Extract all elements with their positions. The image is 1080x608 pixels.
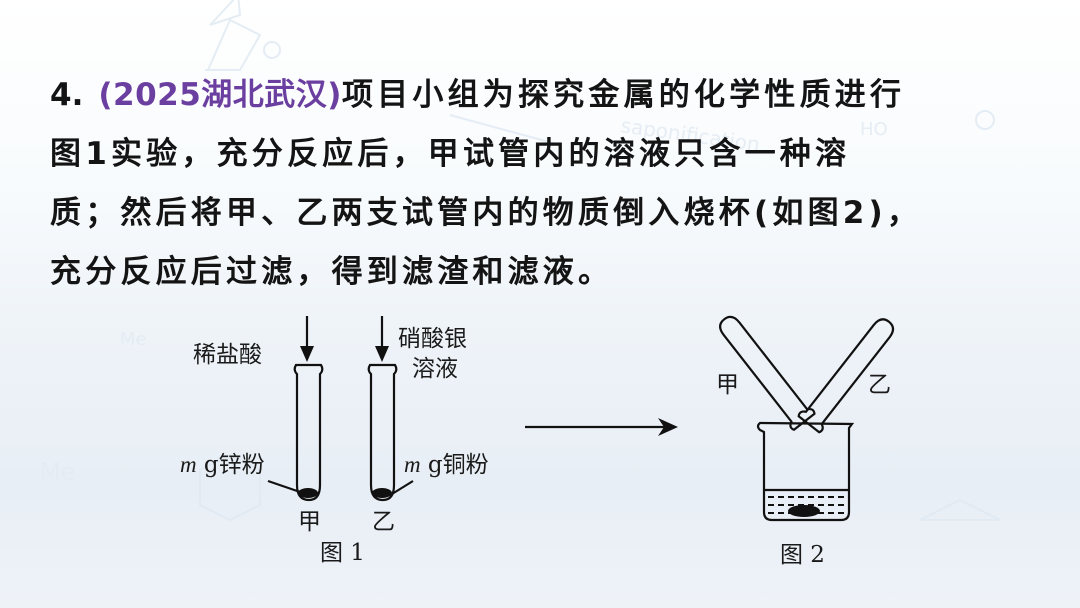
tube-label-yi: 乙 bbox=[372, 509, 395, 535]
solid-label-copper-text: g铜粉 bbox=[420, 452, 489, 478]
question-text: 4. (2025湖北武汉)项目小组为探究金属的化学性质进行 图1实验，充分反应后… bbox=[50, 66, 1040, 302]
question-number: 4. bbox=[50, 77, 84, 113]
experiment-diagram bbox=[267, 315, 895, 522]
arrow-down-icon bbox=[375, 316, 389, 362]
mass-variable: m bbox=[404, 452, 421, 477]
beaker bbox=[756, 421, 855, 522]
question-line-1: 4. (2025湖北武汉)项目小组为探究金属的化学性质进行 bbox=[50, 66, 1040, 125]
question-text-line: 项目小组为探究金属的化学性质进行 bbox=[341, 77, 906, 113]
mass-variable: m bbox=[180, 452, 197, 477]
solid-label-zinc: m g锌粉 bbox=[180, 452, 265, 478]
figure2-caption: 图 2 bbox=[780, 542, 825, 568]
reagent-label-agno3-line2: 溶液 bbox=[412, 356, 458, 382]
question-source: (2025湖北武汉) bbox=[98, 77, 342, 113]
reagent-label-hcl: 稀盐酸 bbox=[193, 342, 262, 368]
fig2-tube-label-jia: 甲 bbox=[716, 372, 739, 398]
arrow-down-icon bbox=[300, 316, 314, 362]
test-tube-b bbox=[367, 363, 398, 502]
experiment-figures: 稀盐酸 硝酸银 溶液 m g锌粉 m g铜粉 甲 乙 图 1 甲 乙 图 2 bbox=[0, 300, 1080, 600]
solid-label-copper: m g铜粉 bbox=[404, 452, 489, 478]
solid-label-zinc-text: g锌粉 bbox=[196, 452, 265, 478]
test-tube-a bbox=[293, 363, 324, 502]
fig2-tube-label-yi: 乙 bbox=[868, 372, 891, 398]
question-line-4: 充分反应后过滤，得到滤渣和滤液。 bbox=[50, 254, 614, 290]
figure1-caption: 图 1 bbox=[320, 540, 365, 566]
question-line-2: 图1实验，充分反应后，甲试管内的溶液只含一种溶 bbox=[50, 136, 851, 172]
tube-label-jia: 甲 bbox=[298, 509, 321, 535]
reagent-label-agno3-line1: 硝酸银 bbox=[398, 326, 467, 352]
question-line-3: 质；然后将甲、乙两支试管内的物质倒入烧杯(如图2)， bbox=[50, 195, 923, 231]
